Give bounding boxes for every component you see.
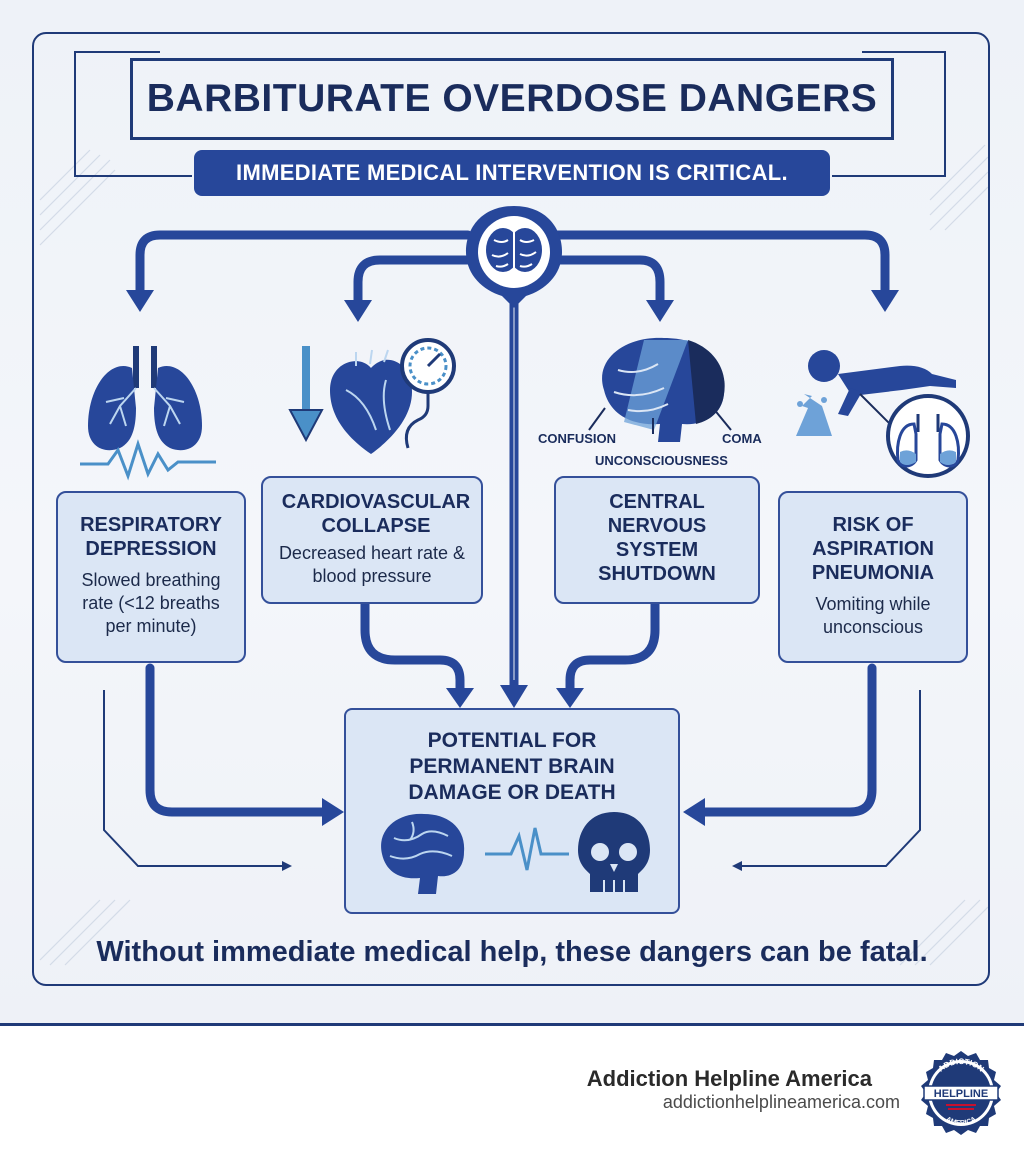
card-cardiovascular-collapse: CARDIOVASCULAR COLLAPSE Decreased heart …	[261, 476, 483, 604]
unconscious-person-icon	[796, 350, 956, 436]
blood-pressure-gauge-icon	[400, 338, 456, 449]
bottom-rule	[0, 1023, 1024, 1026]
card-detail: Slowed breathing rate (<12 breaths per m…	[81, 570, 221, 636]
card-detail: Vomiting while unconscious	[815, 594, 931, 637]
brain-hub-icon	[466, 206, 562, 308]
lung-magnifier-icon	[859, 393, 970, 478]
flow-arrows	[103, 230, 921, 871]
card-heading: RISK OF ASPIRATION PNEUMONIA	[811, 514, 935, 584]
down-arrow-icon	[288, 346, 324, 443]
brand-url: addictionhelplineamerica.com	[662, 1092, 900, 1112]
card-heading: RESPIRATORY DEPRESSION	[80, 514, 222, 560]
breath-wave-icon	[80, 439, 216, 481]
svg-text:AMERICA: AMERICA	[945, 1116, 978, 1127]
card-respiratory-depression: RESPIRATORY DEPRESSION Slowed breathing …	[56, 491, 246, 663]
outcome-heading: POTENTIAL FOR PERMANENT BRAIN DAMAGE OR …	[408, 729, 616, 804]
card-detail: Decreased heart rate & blood pressure	[278, 543, 466, 586]
title-bracket-lines	[74, 51, 946, 177]
heart-icon	[330, 349, 412, 454]
page-title: BARBITURATE OVERDOSE DANGERS	[146, 77, 878, 120]
coma-label: COMA	[722, 431, 762, 446]
title-box: BARBITURATE OVERDOSE DANGERS	[130, 58, 894, 140]
critical-banner: IMMEDIATE MEDICAL INTERVENTION IS CRITIC…	[194, 150, 830, 196]
unconsciousness-label: UNCONSCIOUSNESS	[595, 453, 728, 468]
warning-footer: Without immediate medical help, these da…	[96, 936, 928, 968]
outer-frame	[32, 32, 990, 986]
card-heading: CARDIOVASCULAR COLLAPSE	[281, 491, 471, 537]
card-heading: CENTRAL NERVOUS SYSTEM SHUTDOWN	[598, 491, 716, 585]
hatch-decoration	[39, 144, 989, 966]
cns-brain-icon	[602, 337, 725, 442]
confusion-label: CONFUSION	[538, 431, 616, 446]
helpline-badge-logo: ADDICTION HELPLINE AMERICA	[921, 1051, 1001, 1135]
svg-text:HELPLINE: HELPLINE	[934, 1088, 988, 1100]
card-aspiration-pneumonia: RISK OF ASPIRATION PNEUMONIA Vomiting wh…	[778, 491, 968, 663]
brand-name: Addiction Helpline America	[586, 1066, 872, 1091]
heartbeat-line-icon	[485, 827, 569, 871]
cns-pointer-lines	[588, 407, 732, 434]
card-cns-shutdown: CENTRAL NERVOUS SYSTEM SHUTDOWN	[554, 476, 760, 604]
brain-damage-icon	[381, 813, 465, 894]
lungs-icon	[88, 346, 202, 451]
skull-icon	[578, 812, 650, 892]
